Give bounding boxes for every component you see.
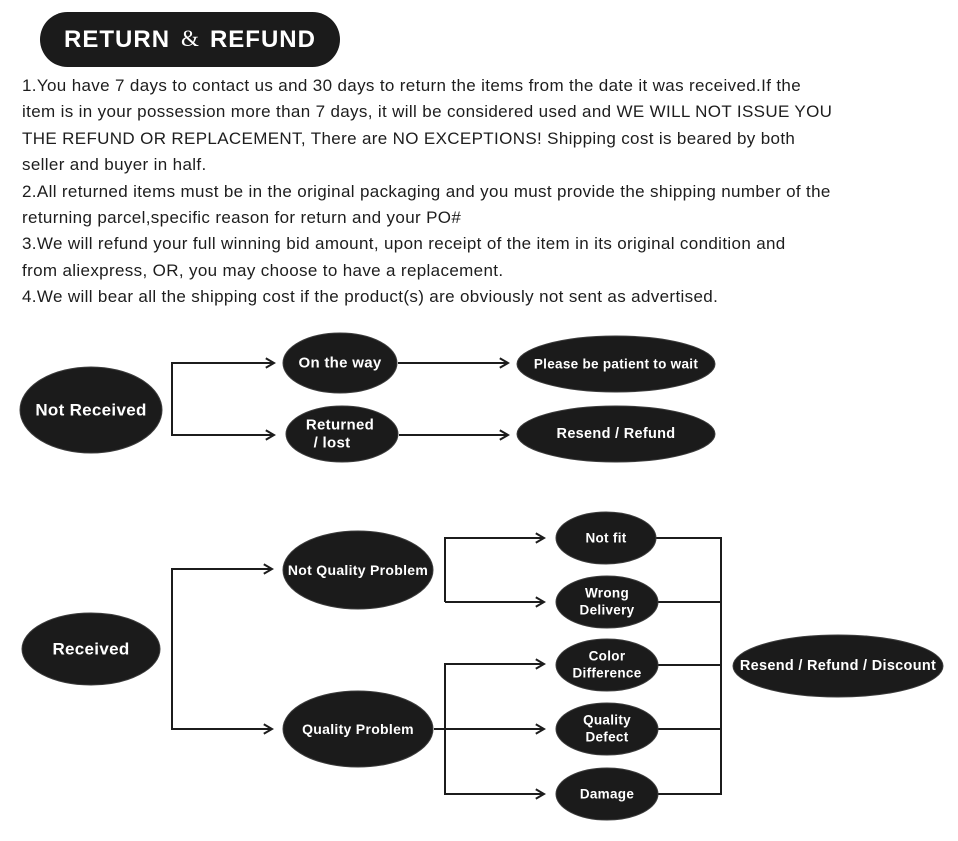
node-not-fit-label: Not fit: [585, 531, 626, 546]
node-damage: Damage: [555, 767, 659, 821]
node-quality-defect-shape: [555, 702, 659, 756]
node-wrong-delivery: Wrong Delivery: [555, 575, 659, 629]
policy-line: 3.We will refund your full winning bid a…: [22, 234, 786, 254]
flowchart-not-received: Not Received On the way Returned / lost …: [19, 332, 716, 463]
page-title: RETURN & REFUND: [40, 12, 340, 67]
policy-line: 1.You have 7 days to contact us and 30 d…: [22, 76, 802, 95]
node-color-difference-label-line2: Difference: [572, 666, 641, 681]
connectors-received: [171, 537, 722, 795]
node-not-received-label: Not Received: [35, 401, 146, 420]
node-on-the-way-shape: [282, 332, 398, 394]
policy-line: THE REFUND OR REPLACEMENT, There are NO …: [22, 128, 796, 148]
node-resend-refund-discount-label: Resend / Refund / Discount: [740, 658, 936, 674]
node-please-be-patient: Please be patient to wait: [516, 335, 716, 393]
node-not-received: Not Received: [19, 366, 163, 454]
node-quality-defect: Quality Defect: [555, 702, 659, 756]
node-received: Received: [21, 612, 161, 686]
node-not-quality-problem: Not Quality Problem: [282, 530, 434, 610]
node-quality-defect-label-line1: Quality: [583, 713, 631, 728]
node-damage-label: Damage: [580, 787, 635, 802]
node-not-fit: Not fit: [555, 511, 657, 565]
node-on-the-way: On the way: [282, 332, 398, 394]
connectors-not-received: [171, 362, 508, 436]
node-color-difference-label-line1: Color: [589, 649, 626, 664]
node-please-be-patient-label: Please be patient to wait: [534, 357, 698, 372]
title-ampersand: &: [181, 25, 199, 51]
node-resend-refund-label: Resend / Refund: [557, 426, 676, 442]
node-quality-defect-label-line2: Defect: [585, 730, 628, 745]
title-word-refund: REFUND: [209, 25, 316, 53]
node-color-difference: Color Difference: [555, 638, 659, 692]
node-resend-refund-discount: Resend / Refund / Discount: [732, 634, 944, 698]
node-wrong-delivery-shape: [555, 575, 659, 629]
node-quality-problem-shape: [282, 690, 434, 768]
node-on-the-way-label: On the way: [298, 355, 381, 372]
node-returned-lost: Returned / lost: [285, 405, 399, 463]
node-received-label: Received: [52, 640, 129, 659]
node-resend-refund: Resend / Refund: [516, 405, 716, 463]
policy-text-block: 1.You have 7 days to contact us and 30 d…: [22, 73, 952, 311]
node-please-be-patient-shape: [516, 335, 716, 393]
node-wrong-delivery-label-line2: Delivery: [580, 603, 635, 618]
node-quality-problem: Quality Problem: [282, 690, 434, 768]
node-quality-problem-label: Quality Problem: [302, 721, 414, 737]
policy-line: 2.All returned items must be in the orig…: [22, 181, 831, 201]
node-resend-refund-discount-shape: [732, 634, 944, 698]
node-received-shape: [21, 612, 161, 686]
node-not-received-shape: [19, 366, 163, 454]
node-not-quality-problem-shape: [282, 530, 434, 610]
policy-line: returning parcel,specific reason for ret…: [22, 208, 462, 228]
title-word-return: RETURN: [64, 25, 171, 53]
node-damage-shape: [555, 767, 659, 821]
node-returned-lost-shape: [285, 405, 399, 463]
node-color-difference-shape: [555, 638, 659, 692]
node-returned-lost-label-line1: Returned: [306, 417, 374, 434]
policy-line: seller and buyer in half.: [22, 155, 207, 175]
node-not-fit-shape: [555, 511, 657, 565]
flowchart-received: Received Not Quality Problem Quality Pro…: [21, 511, 944, 821]
node-resend-refund-shape: [516, 405, 716, 463]
node-returned-lost-label-line2: / lost: [314, 435, 351, 452]
policy-line: 4.We will bear all the shipping cost if …: [22, 287, 719, 307]
node-not-quality-problem-label: Not Quality Problem: [288, 562, 428, 578]
policy-line: item is in your possession more than 7 d…: [22, 102, 833, 122]
policy-line: from aliexpress, OR, you may choose to h…: [22, 260, 504, 280]
node-wrong-delivery-label-line1: Wrong: [585, 586, 629, 601]
